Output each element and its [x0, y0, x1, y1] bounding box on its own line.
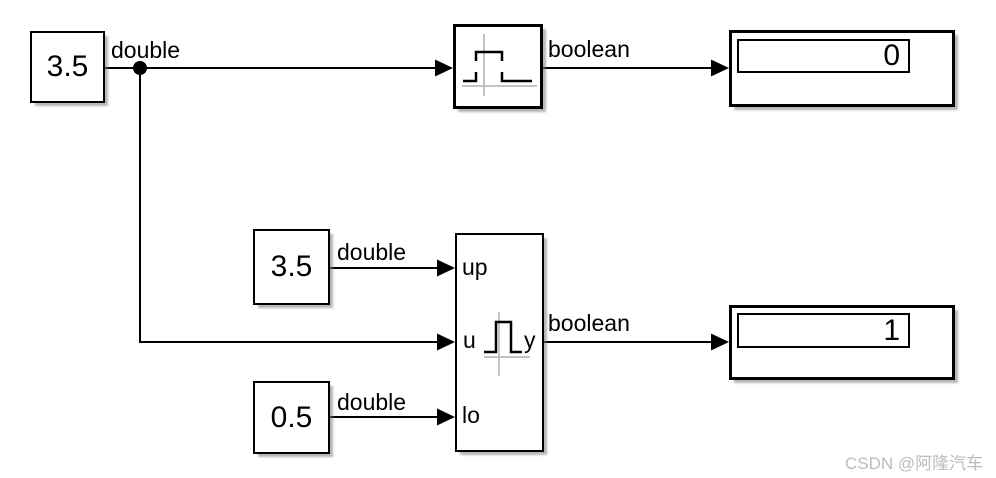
- wire-branch-to-u-port[interactable]: [139, 68, 437, 343]
- constant-value: 0.5: [270, 400, 313, 434]
- arrowhead-u-input: [437, 333, 455, 351]
- display-value-field: 1: [737, 313, 910, 348]
- arrowhead-relay-input: [435, 59, 453, 77]
- arrowhead-lo-input: [437, 408, 455, 426]
- dynamic-relay-block[interactable]: up u lo y: [455, 233, 544, 452]
- signal-label-source-double[interactable]: double: [111, 37, 181, 63]
- signal-label-relay-boolean[interactable]: boolean: [548, 36, 630, 62]
- display-value: 0: [883, 39, 900, 72]
- display-value-field: 0: [737, 39, 910, 73]
- arrowhead-display-bottom-input: [711, 333, 729, 351]
- arrowhead-display-top-input: [711, 59, 729, 77]
- display-block-bottom[interactable]: 1: [729, 305, 955, 380]
- port-label-up: up: [462, 254, 488, 280]
- constant-block-upper-limit[interactable]: 3.5: [253, 229, 330, 305]
- dynamic-relay-icon: [484, 312, 530, 376]
- constant-block-lower-limit[interactable]: 0.5: [253, 381, 330, 454]
- signal-label-up-double[interactable]: double: [337, 239, 407, 265]
- constant-value: 3.5: [46, 50, 89, 83]
- port-label-lo: lo: [462, 402, 480, 428]
- display-value: 1: [883, 313, 900, 347]
- constant-block-source[interactable]: 3.5: [30, 31, 105, 103]
- port-label-y: y: [524, 327, 536, 353]
- port-label-u: u: [463, 327, 476, 353]
- signal-label-dynrelay-boolean[interactable]: boolean: [548, 310, 630, 336]
- relay-icon: [462, 34, 537, 96]
- csdn-watermark: CSDN @阿隆汽车: [845, 454, 984, 473]
- relay-block[interactable]: [453, 24, 543, 109]
- display-block-top[interactable]: 0: [729, 30, 955, 107]
- arrowhead-up-input: [437, 259, 455, 277]
- signal-label-lo-double[interactable]: double: [337, 389, 407, 415]
- constant-value: 3.5: [270, 250, 313, 283]
